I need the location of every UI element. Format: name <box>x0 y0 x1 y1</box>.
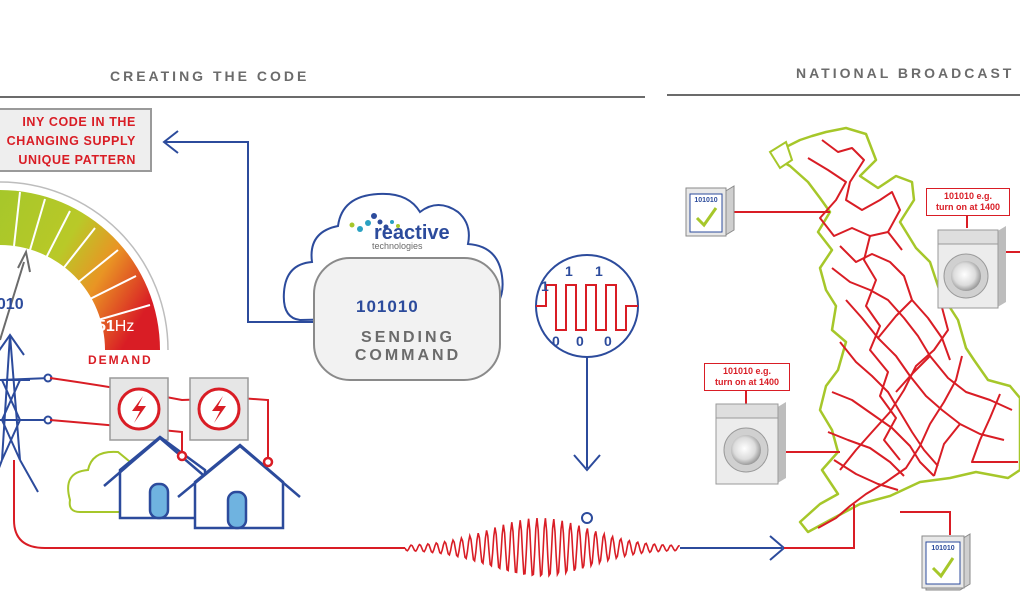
binary-signal <box>535 254 639 524</box>
callout-line-1: INY CODE IN THE <box>22 115 136 129</box>
pylon <box>0 333 53 493</box>
command-box <box>313 257 501 381</box>
reactive-logo-text: reactive <box>374 222 450 244</box>
callout-line-3: UNIQUE PATTERN <box>18 153 136 167</box>
appliance-code-bottom: 101010 <box>931 545 955 552</box>
frequency-gauge <box>0 181 169 351</box>
uk-map <box>768 126 1020 548</box>
reactive-logo-icon <box>349 213 400 232</box>
meter-box-2 <box>189 377 249 441</box>
gauge-frequency: 51Hz <box>97 318 134 336</box>
gauge-frequency-unit: Hz <box>114 318 135 335</box>
bit-zero-2: 0 <box>576 333 584 349</box>
appliance-label-bottom <box>921 533 971 591</box>
reactive-logo-subtext: technologies <box>372 241 423 251</box>
bit-one-2: 1 <box>565 263 573 279</box>
appliance-code-top-left: 101010 <box>694 197 718 204</box>
instruction-tag-left: 101010 e.g. turn on at 1400 <box>704 363 790 391</box>
house-1 <box>103 435 217 520</box>
header-creating-the-code: CREATING THE CODE <box>110 68 310 84</box>
modulated-waveform <box>404 518 680 578</box>
tag-action: turn on at 1400 <box>935 202 1000 212</box>
gauge-needle <box>0 261 25 341</box>
callout-line-2: CHANGING SUPPLY <box>6 134 136 148</box>
appliance-label-top-left <box>685 185 735 237</box>
callout-box: INY CODE IN THE CHANGING SUPPLY UNIQUE P… <box>0 108 152 172</box>
tag-code: 101010 e.g. <box>722 366 772 376</box>
washing-machine-left-mid <box>715 402 786 485</box>
demand-label: DEMAND <box>88 353 153 367</box>
header-national-broadcast: NATIONAL BROADCAST <box>796 65 1015 81</box>
bit-zero-3: 0 <box>604 333 612 349</box>
washing-machine-right-top <box>937 226 1006 309</box>
bit-one-1: 1 <box>541 278 549 294</box>
sending-label: SENDING <box>361 329 455 346</box>
gauge-frequency-number: 51 <box>97 318 115 335</box>
house-2 <box>177 443 301 530</box>
command-label: COMMAND <box>354 347 462 364</box>
command-code: 101010 <box>356 297 419 316</box>
bit-one-3: 1 <box>595 263 603 279</box>
bit-zero-1: 0 <box>552 333 560 349</box>
instruction-tag-right: 101010 e.g. turn on at 1400 <box>926 188 1010 216</box>
meter-box-1 <box>109 377 169 441</box>
tag-action: turn on at 1400 <box>714 377 779 387</box>
tag-code: 101010 e.g. <box>943 191 993 201</box>
